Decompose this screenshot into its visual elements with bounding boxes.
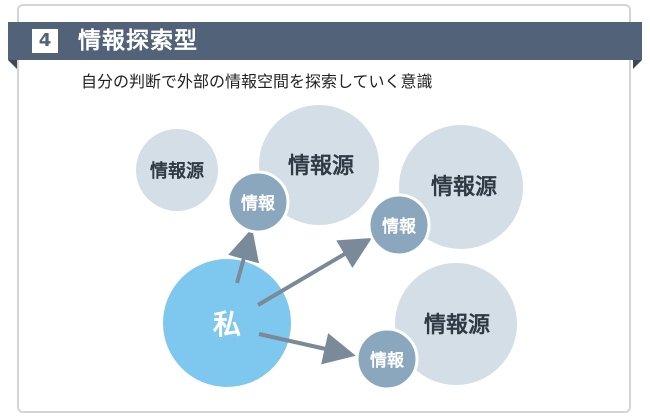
self-label: 私	[213, 308, 241, 341]
info-node-label-2: 情報	[382, 216, 417, 237]
self-circle	[163, 259, 291, 387]
info-node-label-1: 情報	[241, 193, 276, 214]
section-number-badge: 4	[32, 29, 58, 53]
arrow-to-info-3	[258, 332, 356, 365]
info-source-circle-4	[395, 263, 517, 385]
info-node-label-3: 情報	[370, 350, 405, 371]
info-source-circle-3	[399, 125, 523, 249]
header-fold-left	[8, 60, 17, 69]
header-fold-right	[633, 60, 642, 69]
subtitle: 自分の判断で外部の情報空間を探索していく意識	[81, 72, 433, 91]
info-source-label-1: 情報源	[150, 160, 204, 182]
arrow-to-info-1	[228, 228, 260, 284]
header-band	[8, 22, 642, 60]
info-node-circle-1	[226, 170, 290, 234]
info-source-label-3: 情報源	[431, 174, 497, 200]
info-source-label-4: 情報源	[424, 312, 490, 338]
info-source-label-2: 情報源	[288, 153, 354, 179]
section-title: 情報探索型	[78, 28, 198, 54]
info-node-circle-2	[367, 193, 431, 257]
arrow-to-info-2	[256, 237, 372, 307]
info-source-circle-2	[259, 105, 379, 225]
info-source-circle-1	[136, 129, 218, 211]
info-node-circle-3	[355, 327, 419, 391]
